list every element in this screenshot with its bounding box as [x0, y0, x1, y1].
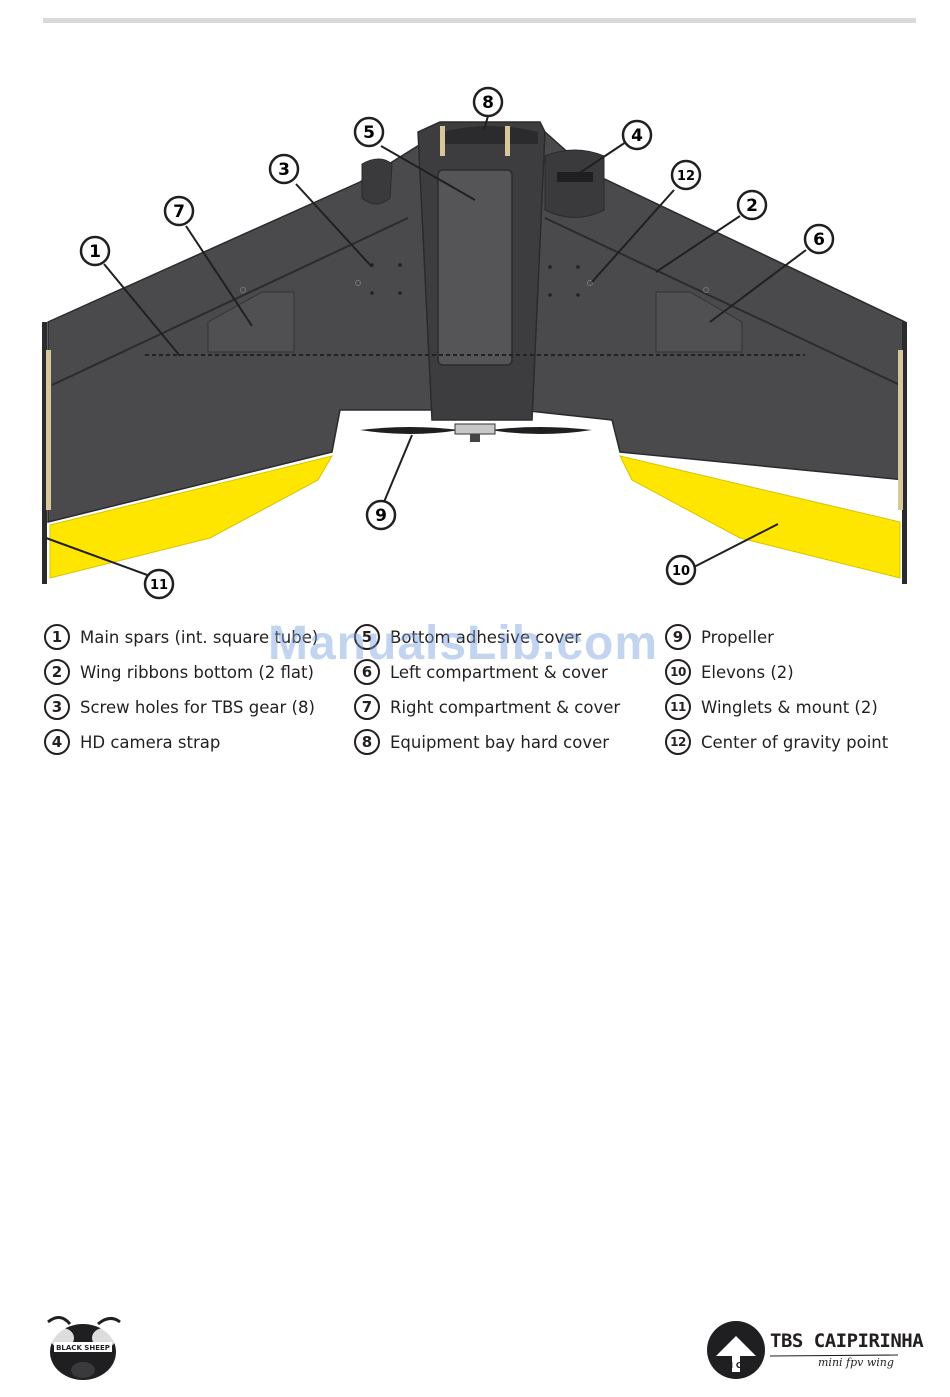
hd-camera-pod	[544, 149, 605, 218]
wing-body	[47, 121, 906, 523]
callout-1: 1	[79, 235, 111, 267]
legend-item: 8 Equipment bay hard cover	[354, 727, 609, 757]
propeller	[360, 423, 592, 442]
legend-text: Equipment bay hard cover	[390, 732, 610, 752]
legend-item: 3 Screw holes for TBS gear (8)	[44, 692, 315, 722]
callout-12: 12	[670, 159, 702, 191]
left-compartment	[655, 291, 743, 353]
callout-2: 2	[736, 189, 768, 221]
left-elevon	[49, 455, 334, 579]
brand-title: TBS CAIPIRINHA	[770, 1330, 924, 1352]
legend-item: 5 Bottom adhesive cover	[354, 622, 581, 652]
legend-text: Right compartment & cover	[390, 697, 621, 717]
legend-number: 5	[354, 624, 380, 650]
legend-text: Screw holes for TBS gear (8)	[80, 697, 315, 717]
left-winglet	[42, 322, 47, 584]
legend-item: 9 Propeller	[665, 622, 774, 652]
legend-text: Propeller	[701, 627, 774, 647]
legend-text: Elevons (2)	[701, 662, 794, 682]
callout-label: 4	[631, 126, 643, 146]
watermark: ManualsLib.com	[268, 617, 659, 670]
callout-9: 9	[365, 499, 397, 531]
callout-7: 7	[163, 195, 195, 227]
bottom-adhesive-cover	[437, 169, 513, 366]
callout-3: 3	[268, 153, 300, 185]
callout-label: 6	[813, 230, 825, 250]
legend-number: 9	[665, 624, 691, 650]
legend-text: HD camera strap	[80, 732, 221, 752]
right-elevon	[619, 455, 901, 579]
legend-number: 7	[354, 694, 380, 720]
legend-text: Bottom adhesive cover	[390, 627, 582, 647]
legend-number: 10	[665, 659, 691, 685]
legend-item: 10 Elevons (2)	[665, 657, 794, 687]
legend-number: 4	[44, 729, 70, 755]
callout-label: 8	[482, 93, 494, 113]
callout-label: 9	[375, 506, 387, 526]
callout-label: 10	[672, 564, 690, 579]
callout-6: 6	[803, 223, 835, 255]
legend-number: 8	[354, 729, 380, 755]
callout-label: 2	[746, 196, 758, 216]
legend-text: Main spars (int. square tube)	[80, 627, 319, 647]
callout-label: 5	[363, 123, 375, 143]
equipment-bay-hard-cover	[442, 126, 538, 144]
legend-item: 12 Center of gravity point	[665, 727, 888, 757]
callout-label: 3	[278, 160, 290, 180]
callout-11: 11	[143, 568, 175, 600]
legend-number: 6	[354, 659, 380, 685]
brand-underline	[770, 1354, 899, 1357]
brand-subtitle: mini fpv wing	[818, 1356, 894, 1369]
screw-holes	[370, 263, 580, 297]
callout-5: 5	[353, 116, 385, 148]
legend-item: 1 Main spars (int. square tube)	[44, 622, 318, 652]
legend-item: 7 Right compartment & cover	[354, 692, 620, 722]
legend-item: 6 Left compartment & cover	[354, 657, 608, 687]
legend-number: 2	[44, 659, 70, 685]
cog-point	[587, 280, 593, 286]
legend-number: 3	[44, 694, 70, 720]
legend-item: 11 Winglets & mount (2)	[665, 692, 878, 722]
legend-text: Winglets & mount (2)	[701, 697, 878, 717]
wing-diagram: 8 5 4 3 12 2 7 6 1 9 10 11	[42, 86, 907, 600]
callout-label: 1	[89, 242, 101, 262]
callout-4: 4	[621, 119, 653, 151]
right-compartment	[207, 291, 295, 353]
legend-number: 1	[44, 624, 70, 650]
legend-item: 4 HD camera strap	[44, 727, 220, 757]
black-sheep-logo: BLACK SHEEP	[47, 1316, 121, 1380]
legend-number: 11	[665, 694, 691, 720]
legend-number: 12	[665, 729, 691, 755]
callout-label: 12	[677, 169, 695, 184]
legend-text: Left compartment & cover	[390, 662, 608, 682]
tbs-badge-logo: I C	[707, 1321, 765, 1379]
legend-text: Center of gravity point	[701, 732, 889, 752]
badge-letters: I C	[730, 1361, 742, 1370]
sheep-text: BLACK SHEEP	[56, 1344, 110, 1352]
callout-label: 7	[173, 202, 185, 222]
right-winglet	[902, 322, 907, 584]
left-pod	[361, 158, 393, 205]
callout-label: 11	[150, 578, 168, 593]
callout-10: 10	[665, 554, 697, 586]
callout-8: 8	[472, 86, 504, 118]
legend-text: Wing ribbons bottom (2 flat)	[80, 662, 314, 682]
leader-lines	[45, 115, 807, 577]
top-rule	[43, 18, 916, 23]
legend-item: 2 Wing ribbons bottom (2 flat)	[44, 657, 314, 687]
